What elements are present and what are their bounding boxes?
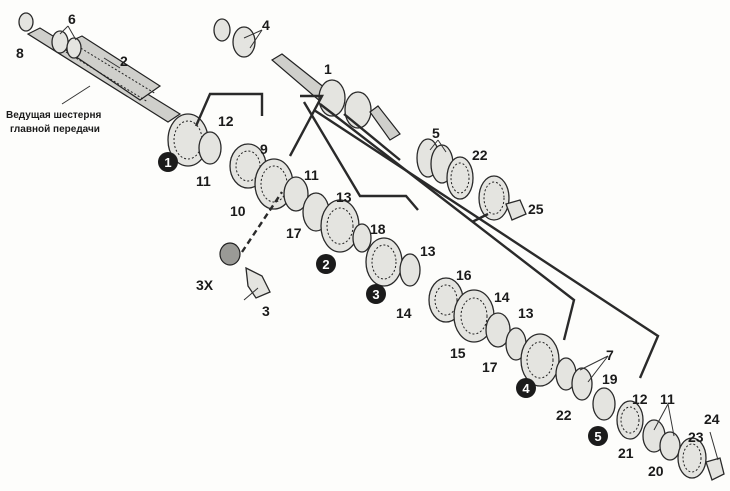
callout-9: 9 bbox=[260, 141, 268, 157]
caption-line-1: Ведущая шестерня bbox=[6, 110, 101, 121]
callout-24: 24 bbox=[704, 411, 720, 427]
callout-14-left: 14 bbox=[396, 305, 412, 321]
secondary-shaft-cap bbox=[213, 18, 231, 42]
gear-3-assembly bbox=[365, 237, 511, 348]
callout-1: 1 bbox=[324, 61, 332, 77]
callout-6: 6 bbox=[68, 11, 76, 27]
gear-4-assembly bbox=[505, 327, 593, 401]
gear-badge-5-label: 5 bbox=[594, 429, 601, 444]
callout-7: 7 bbox=[606, 347, 614, 363]
gear-badge-1-label: 1 bbox=[164, 155, 171, 170]
callout-11-right: 11 bbox=[660, 391, 675, 407]
gear-2-assembly bbox=[302, 192, 372, 253]
leader-lines bbox=[59, 25, 719, 461]
callout-19: 19 bbox=[602, 371, 618, 387]
main-shaft bbox=[18, 12, 182, 123]
callout-18: 18 bbox=[370, 221, 386, 237]
callout-17-upper: 17 bbox=[286, 225, 302, 241]
shaft-bearing-front bbox=[51, 30, 69, 54]
callout-17-lower: 17 bbox=[482, 359, 498, 375]
gear-badge-5 bbox=[588, 426, 608, 446]
callout-25: 25 bbox=[528, 201, 544, 217]
callout-21: 21 bbox=[618, 445, 634, 461]
callout-11-mid: 11 bbox=[304, 167, 319, 183]
callout-labels: 6 8 2 4 1 5 22 25 12 9 11 10 11 13 17 18… bbox=[16, 11, 720, 479]
gear-badge-4-label: 4 bbox=[522, 381, 530, 396]
gear-badges: 1 2 3 4 5 bbox=[158, 152, 608, 446]
caption-line-2: главной передачи bbox=[10, 124, 100, 135]
callout-3: 3 bbox=[262, 303, 270, 319]
callout-12-upper: 12 bbox=[218, 113, 234, 129]
callout-3x: 3X bbox=[196, 277, 214, 293]
callout-16: 16 bbox=[456, 267, 472, 283]
gear-badge-1 bbox=[158, 152, 178, 172]
callout-20: 20 bbox=[648, 463, 664, 479]
gear-1-assembly bbox=[167, 113, 309, 301]
gear-badge-3-label: 3 bbox=[372, 287, 379, 302]
gear-badge-2-label: 2 bbox=[322, 257, 329, 272]
callout-13-mid: 13 bbox=[420, 243, 436, 259]
callout-15: 15 bbox=[450, 345, 466, 361]
callout-22-upper: 22 bbox=[472, 147, 488, 163]
callout-4: 4 bbox=[262, 17, 270, 33]
callout-10: 10 bbox=[230, 203, 246, 219]
gear-5-assembly bbox=[592, 387, 725, 481]
gear-badge-3 bbox=[366, 284, 386, 304]
callout-12-lower: 12 bbox=[632, 391, 648, 407]
assembly-brackets bbox=[194, 92, 660, 379]
drive-gear-caption: Ведущая шестерня главной передачи bbox=[6, 110, 101, 135]
reverse-gear-small bbox=[219, 242, 241, 266]
callout-13-lower: 13 bbox=[518, 305, 534, 321]
shaft-nut bbox=[18, 12, 34, 32]
callout-23: 23 bbox=[688, 429, 704, 445]
upper-right-gears bbox=[416, 138, 527, 221]
gear-badge-2 bbox=[316, 254, 336, 274]
callout-5: 5 bbox=[432, 125, 440, 141]
gear-badge-4 bbox=[516, 378, 536, 398]
callout-14-right: 14 bbox=[494, 289, 510, 305]
callout-8: 8 bbox=[16, 45, 24, 61]
callout-13-upper: 13 bbox=[336, 189, 352, 205]
callout-11-left: 11 bbox=[196, 173, 211, 189]
callout-22-lower: 22 bbox=[556, 407, 572, 423]
secondary-shaft-bearing bbox=[232, 26, 256, 58]
callout-2: 2 bbox=[120, 53, 128, 69]
